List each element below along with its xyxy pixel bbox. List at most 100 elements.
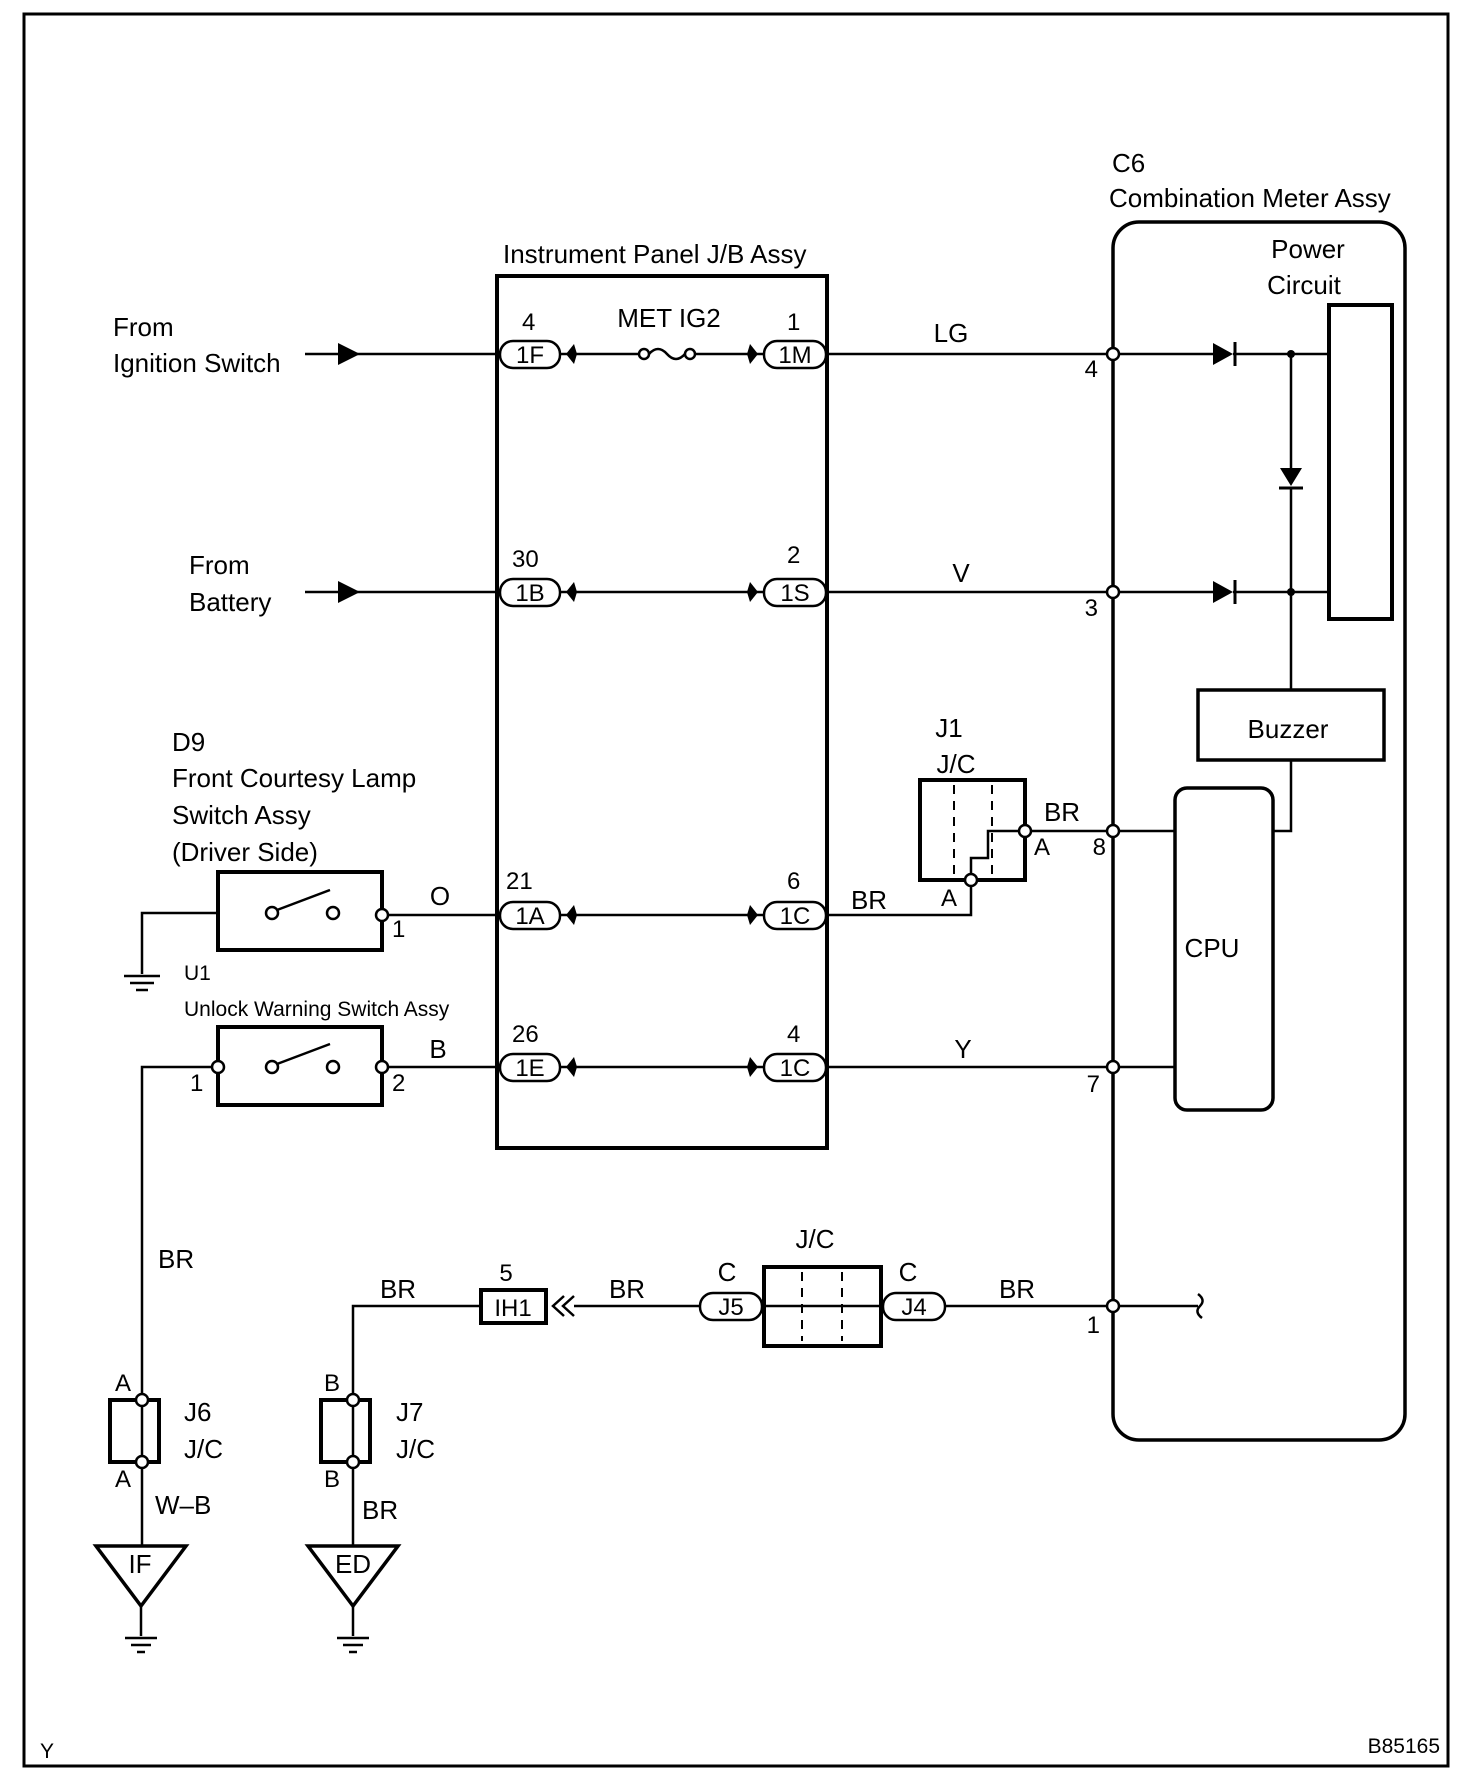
c6-terminal-1 [1105, 1298, 1121, 1314]
connector-1F: 1F [498, 339, 577, 370]
svg-text:1F: 1F [516, 342, 544, 369]
ground-if-symbol [125, 1606, 157, 1654]
j6-id-label: J6 [184, 1397, 211, 1427]
ih1-mating-arrows [551, 1295, 575, 1317]
svg-text:1A: 1A [515, 903, 544, 930]
connector-1C-4: 1C [747, 1052, 828, 1083]
c6-pin-7: 7 [1087, 1071, 1100, 1098]
cpu-label: CPU [1185, 933, 1240, 963]
c6-pin-1: 1 [1087, 1312, 1100, 1339]
pin-1F: 4 [522, 309, 535, 336]
corner-label-left: Y [40, 1740, 54, 1763]
from-ignition-label-2: Ignition Switch [113, 348, 281, 378]
c6-terminal-4 [1105, 346, 1121, 362]
wire-label-v: V [952, 558, 970, 588]
diode-2 [1213, 580, 1237, 604]
jc-label-bottom: J/C [796, 1224, 835, 1254]
instrument-panel-jb [495, 274, 829, 1150]
d9-ground-wire [140, 911, 218, 974]
wire-break-symbol [1196, 1293, 1204, 1319]
pin-1C-6: 6 [787, 868, 800, 895]
wire-label-br-j4: BR [999, 1274, 1035, 1304]
ground-ed-label: ED [335, 1549, 371, 1579]
ground-ed-triangle [304, 1544, 402, 1609]
d9-terminal-1 [374, 907, 390, 923]
wire-label-br-1c: BR [851, 885, 887, 915]
from-ignition-label-1: From [113, 312, 174, 342]
c6-terminal-3 [1105, 584, 1121, 600]
connector-1M: 1M [747, 339, 828, 370]
svg-text:1B: 1B [515, 580, 544, 607]
c6-pin-3: 3 [1085, 595, 1098, 622]
j1-terminal-a-right [1017, 823, 1033, 839]
c6-terminal-8 [1105, 823, 1121, 839]
u1-terminal-1 [210, 1059, 226, 1075]
d9-name-label-2: Switch Assy [172, 800, 311, 830]
diode-3 [1279, 468, 1303, 490]
ih1-connector-label: IH1 [494, 1295, 531, 1322]
j4-pin: C [899, 1257, 918, 1287]
pin-1A: 21 [506, 868, 533, 895]
wire-label-b: B [429, 1034, 446, 1064]
j6-pin-a-top: A [115, 1370, 131, 1397]
page-frame [22, 12, 1450, 1768]
power-circuit-block [1327, 303, 1394, 621]
connector-1S: 1S [747, 577, 828, 608]
wire-label-br-ih1: BR [609, 1274, 645, 1304]
j7-pin-b-top: B [324, 1370, 340, 1397]
ground-ed-symbol [337, 1606, 369, 1654]
j6-jc-label: J/C [184, 1434, 223, 1464]
ground-if-triangle [92, 1544, 190, 1609]
j7-junction-connector [319, 1398, 372, 1464]
d9-ground-symbol [124, 974, 160, 992]
arrow-from-ignition [338, 343, 360, 365]
j1-id-label: J1 [935, 713, 962, 743]
from-battery-label-2: Battery [189, 587, 271, 617]
diode-1 [1213, 342, 1237, 366]
svg-text:1M: 1M [778, 342, 811, 369]
ih1-pin: 5 [499, 1260, 512, 1287]
wire-label-br-u1: BR [158, 1244, 194, 1274]
svg-text:1C: 1C [780, 1055, 811, 1082]
j1-internal-link [969, 829, 1025, 877]
wire-label-y: Y [954, 1034, 971, 1064]
fuse-label: MET IG2 [617, 303, 721, 333]
arrow-from-battery [338, 581, 360, 603]
figure-code: B85165 [1368, 1735, 1440, 1758]
pin-1E: 26 [512, 1021, 539, 1048]
j1-pin-a-right: A [1034, 834, 1050, 861]
j7-terminal-bottom [345, 1454, 361, 1470]
j7-pin-b-bottom: B [324, 1466, 340, 1493]
j6-junction-connector [108, 1398, 161, 1464]
u1-switch-body [216, 1025, 384, 1107]
j7-terminal-top [345, 1392, 361, 1408]
u1-terminal-2 [374, 1059, 390, 1075]
ground-if-label: IF [128, 1549, 151, 1579]
power-circuit-label-1: Power [1271, 234, 1345, 264]
wire-label-br-ground: BR [362, 1495, 398, 1525]
c6-pin-4: 4 [1085, 356, 1098, 383]
svg-text:1S: 1S [780, 580, 809, 607]
j6-terminal-bottom [134, 1454, 150, 1470]
j5-pin: C [718, 1257, 737, 1287]
d9-name-label-1: Front Courtesy Lamp [172, 763, 416, 793]
connector-1A: 1A [498, 900, 577, 931]
d9-pin-1: 1 [392, 916, 405, 943]
u1-switch-contacts [264, 1042, 341, 1075]
wire-label-br-j7: BR [380, 1274, 416, 1304]
pin-1M: 1 [787, 309, 800, 336]
wire-label-br-j1: BR [1044, 797, 1080, 827]
c6-name-label: Combination Meter Assy [1109, 183, 1391, 213]
wire-br-u1-j6 [140, 1065, 212, 1394]
wire-br-1c-j1 [826, 883, 973, 917]
buzzer-cpu-wire [1273, 760, 1293, 833]
d9-switch-contacts [264, 888, 341, 921]
d9-switch-body [216, 870, 384, 952]
jb-name-label: Instrument Panel J/B Assy [503, 239, 806, 269]
junction-dot-1 [1287, 350, 1295, 358]
d9-name-label-3: (Driver Side) [172, 837, 318, 867]
j6-terminal-top [134, 1392, 150, 1408]
j1-pin-a-bottom: A [941, 885, 957, 912]
buzzer-label: Buzzer [1248, 714, 1329, 744]
pin-1S: 2 [787, 542, 800, 569]
